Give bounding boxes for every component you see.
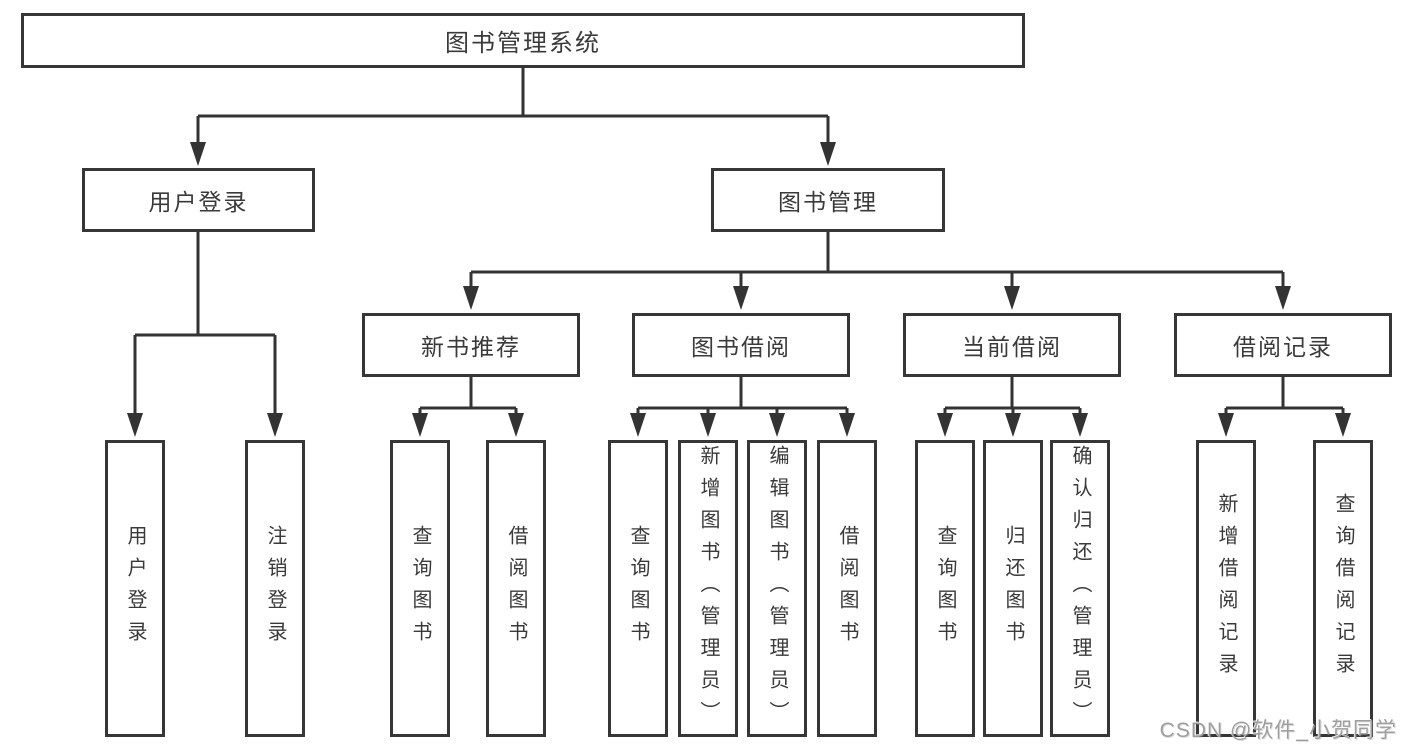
arrowhead-icon [630,413,646,437]
leaf-return-book: 归还图书 [983,440,1043,737]
node-book-management: 图书管理 [711,168,945,232]
connector-mgmt-to-level3 [463,232,1291,310]
arrowhead-icon [412,413,428,437]
node-borrow-record: 借阅记录 [1174,313,1392,377]
arrowhead-icon [190,142,206,166]
arrowhead-icon [937,413,953,437]
arrowhead-icon [1335,413,1351,437]
connector-login-to-leaves [127,232,283,437]
leaf-borrow-query-book: 查询图书 [608,440,668,737]
leaf-user-login: 用户登录 [105,440,165,737]
leaf-logout: 注销登录 [245,440,305,737]
arrowhead-icon [733,286,749,310]
node-current-borrow: 当前借阅 [903,313,1121,377]
connector-rec-to-leaves [412,377,524,437]
leaf-edit-book-admin: 编辑图书（管理员） [747,440,807,737]
connector-record-to-leaves [1218,377,1351,437]
connector-current-to-leaves [937,377,1088,437]
node-root: 图书管理系统 [21,13,1025,68]
arrowhead-icon [127,413,143,437]
leaf-add-borrow-record: 新增借阅记录 [1196,440,1256,737]
leaf-rec-query-book: 查询图书 [390,440,450,737]
csdn-watermark: CSDN @软件_小贺同学 [1159,719,1397,742]
arrowhead-icon [839,413,855,437]
arrowhead-icon [1275,286,1291,310]
arrowhead-icon [508,413,524,437]
arrowhead-icon [769,413,785,437]
leaf-confirm-return-admin: 确认归还（管理员） [1050,440,1110,737]
arrowhead-icon [267,413,283,437]
arrowhead-icon [700,413,716,437]
leaf-query-borrow-record: 查询借阅记录 [1313,440,1373,737]
leaf-rec-borrow-book: 借阅图书 [486,440,546,737]
arrowhead-icon [1218,413,1234,437]
arrowhead-icon [1004,286,1020,310]
arrowhead-icon [463,286,479,310]
node-book-borrow: 图书借阅 [632,313,850,377]
arrowhead-icon [820,142,836,166]
connector-root-to-level2 [190,68,836,166]
connector-borrow-to-leaves [630,377,855,437]
node-new-book-recommend: 新书推荐 [362,313,580,377]
leaf-borrow-book: 借阅图书 [817,440,877,737]
leaf-add-book-admin: 新增图书（管理员） [678,440,738,737]
arrowhead-icon [1072,413,1088,437]
node-user-login: 用户登录 [82,168,315,232]
leaf-current-query-book: 查询图书 [915,440,975,737]
arrowhead-icon [1005,413,1021,437]
